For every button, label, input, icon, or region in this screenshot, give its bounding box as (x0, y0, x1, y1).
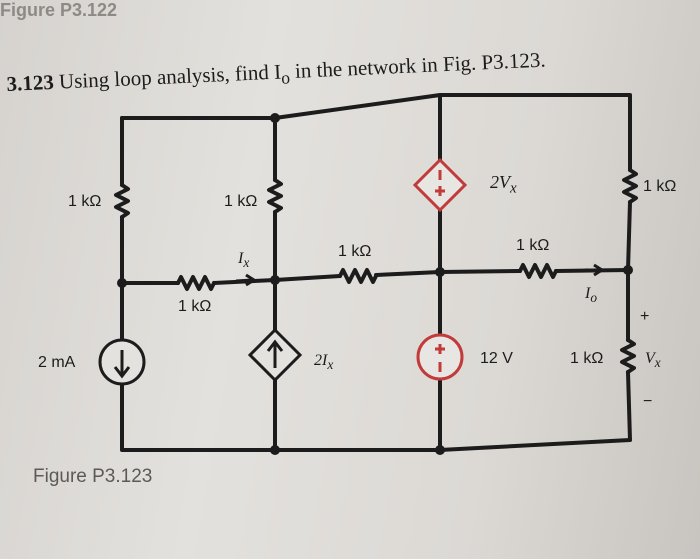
ix-arrow (235, 273, 257, 287)
label-vx-plus: + (640, 308, 650, 325)
mid-horizontal-center2 (374, 270, 442, 277)
label-r-left-top: 1 kΩ (68, 193, 102, 210)
dep-current-main: 2I (314, 352, 328, 369)
mid-horizontal-right (438, 269, 522, 274)
junction-dot (623, 265, 633, 275)
resistor-right-bottom (620, 338, 636, 374)
dep-voltage-sub: x (510, 180, 517, 197)
vx-main: V (645, 350, 655, 367)
voltage-source-12v (416, 333, 464, 381)
label-r-mid-horizontal: 1 kΩ (178, 298, 212, 315)
resistor-right-top (622, 168, 638, 204)
vx-sub: x (654, 355, 661, 371)
junction-dot (117, 278, 127, 288)
junction-dot (270, 445, 280, 455)
resistor-left-top (114, 183, 130, 219)
junction-dot (270, 113, 280, 123)
io-sub: o (590, 290, 597, 306)
label-io: Io (585, 285, 597, 306)
left-wire-bottom (120, 383, 277, 452)
label-vx: Vx (645, 350, 661, 371)
resistor-mid-top (267, 178, 283, 214)
label-r-center-horizontal: 1 kΩ (338, 243, 372, 260)
dep-current-sub: x (327, 357, 334, 373)
dependent-current-source (247, 327, 303, 383)
label-voltage-source: 12 V (480, 350, 513, 367)
junction-dot (435, 267, 445, 277)
mid-horizontal-center (273, 274, 342, 282)
io-main: I (585, 285, 591, 302)
label-r-mid-top: 1 kΩ (224, 193, 258, 210)
dep-voltage-main: 2V (490, 172, 510, 192)
label-vx-minus: − (643, 393, 653, 410)
figure-caption: Figure P3.123 (33, 466, 153, 487)
mid-wire-bottom (273, 378, 632, 452)
resistor-mid-horizontal (176, 275, 216, 291)
label-current-source: 2 mA (38, 354, 76, 371)
top-wire (120, 93, 632, 172)
dependent-voltage-source (412, 157, 468, 213)
label-r-right-top: 1 kΩ (643, 178, 677, 195)
label-dep-current-source: 2Ix (314, 352, 333, 373)
current-source-2ma (98, 338, 146, 386)
label-ix: Ix (238, 250, 249, 271)
resistor-center-horizontal (338, 268, 378, 284)
io-arrow (585, 263, 605, 277)
ix-sub: x (243, 255, 250, 271)
figure-header: Figure P3.122 (0, 0, 118, 20)
label-r-right-bottom: 1 kΩ (570, 350, 604, 367)
resistor-right-horizontal (518, 263, 558, 279)
ix-main: I (238, 250, 244, 267)
label-r-right-horizontal: 1 kΩ (516, 237, 550, 254)
junction-dot (270, 275, 280, 285)
junction-dot (435, 445, 445, 455)
right-wire-bottom (626, 370, 632, 442)
label-dep-voltage-source: 2Vx (490, 172, 517, 198)
